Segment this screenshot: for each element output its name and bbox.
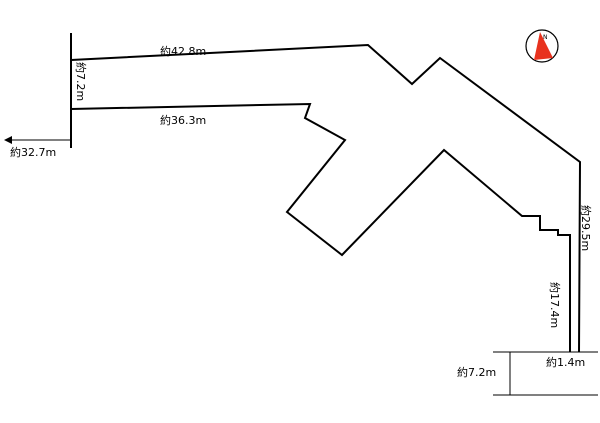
lot-outline-lower: [70, 102, 571, 352]
bottom-width-label: 約1.4m: [546, 355, 585, 369]
north-arrow-icon: N: [525, 29, 559, 63]
left-width-label: 約7.2m: [74, 62, 88, 101]
right-side-label: 約29.5m: [579, 205, 593, 251]
compass-label: N: [543, 34, 548, 41]
lot-outline: [70, 43, 582, 353]
top-frontage-label: 約42.8m: [160, 44, 206, 58]
west-distance-label: 約32.7m: [10, 145, 56, 159]
lower-side-label: 約17.4m: [548, 282, 562, 328]
west-arrow-head: [4, 136, 12, 144]
inner-edge-label: 約36.3m: [160, 113, 206, 127]
bottom-road-label: 約7.2m: [457, 365, 496, 379]
